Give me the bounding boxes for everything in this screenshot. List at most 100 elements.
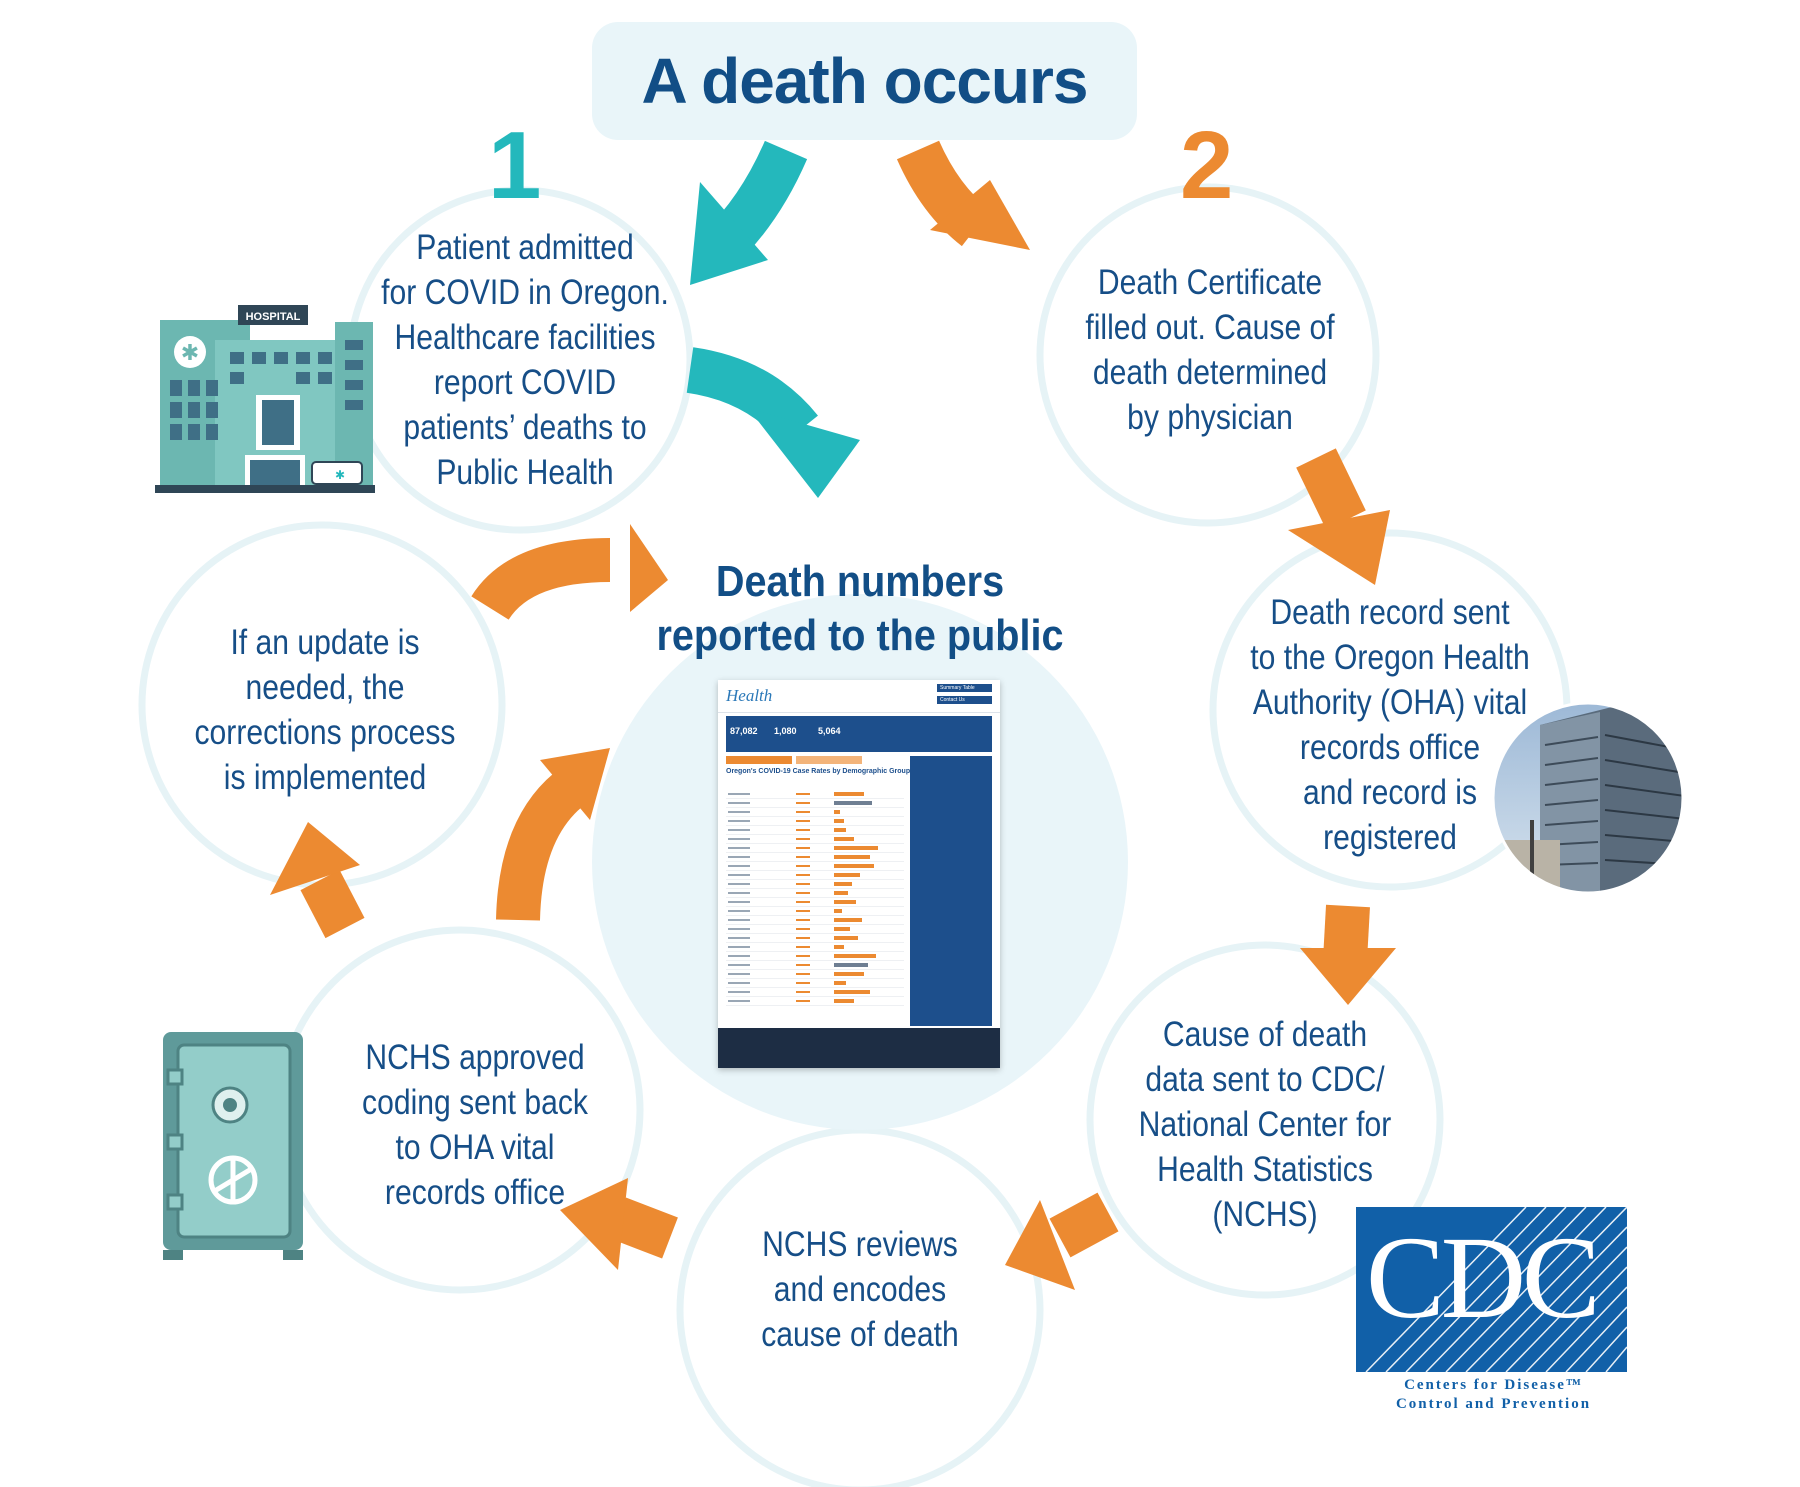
orange-arrow-reviews-to-coding <box>560 1178 678 1270</box>
table-row <box>726 925 904 934</box>
table-row <box>726 952 904 961</box>
text-line: NCHS reviews <box>762 1225 958 1264</box>
table-row <box>726 934 904 943</box>
text-line: NCHS approved <box>365 1038 585 1077</box>
orange-arrow-coding-to-update <box>270 822 365 939</box>
table-row <box>726 853 904 862</box>
text-line: patients’ deaths to <box>403 408 647 447</box>
text-line: to the Oregon Health <box>1250 638 1530 677</box>
text-line: filled out. Cause of <box>1085 308 1335 347</box>
dashboard-table <box>726 790 904 1006</box>
safe-icon <box>163 1032 303 1260</box>
cdc-logo-line1: Centers for Disease™ <box>1404 1377 1583 1393</box>
text-line: for COVID in Oregon. <box>381 273 669 312</box>
step-text-update: If an update is needed, the corrections … <box>183 620 467 800</box>
dashboard-header: Health Summary Table Contact Us <box>718 680 1000 713</box>
step-text-record: Death record sent to the Oregon Health A… <box>1227 590 1554 860</box>
text-line: and record is <box>1302 773 1477 812</box>
dashboard-kpi-strip: 87,082 1,080 5,064 <box>726 716 992 752</box>
table-row <box>726 907 904 916</box>
orange-arrow-record-to-cause <box>1300 904 1396 1005</box>
table-row <box>726 808 904 817</box>
step-text-coding: NCHS approved coding sent back to OHA vi… <box>333 1035 617 1215</box>
table-row <box>726 970 904 979</box>
text-line: Death record sent <box>1270 593 1510 632</box>
dashboard-summary-button: Summary Table <box>937 684 992 692</box>
text-line: Death Certificate <box>1097 263 1323 302</box>
text-line: Healthcare facilities <box>394 318 656 357</box>
cdc-logo-line2: Control and Prevention <box>1395 1396 1592 1412</box>
svg-text:✱: ✱ <box>335 468 345 482</box>
table-row <box>726 997 904 1006</box>
text-line: Patient admitted <box>416 228 634 267</box>
center-heading: Death numbers reported to the public <box>644 555 1076 663</box>
orange-arrow-cause-to-reviews <box>1005 1192 1119 1290</box>
text-line: to OHA vital <box>395 1128 555 1167</box>
orange-arrow-certificate-to-record <box>1288 448 1390 585</box>
table-row <box>726 979 904 988</box>
step-text-certificate: Death Certificate filled out. Cause of d… <box>1055 260 1365 440</box>
text-line: registered <box>1323 818 1457 857</box>
table-row <box>726 889 904 898</box>
teal-arrow-1 <box>690 140 808 285</box>
text-line: National Center for <box>1138 1105 1392 1144</box>
text-line: death determined <box>1092 353 1328 392</box>
table-row <box>726 871 904 880</box>
dashboard-kpi-3: 5,064 <box>818 726 841 736</box>
step-number-2: 2 <box>1180 112 1234 219</box>
dashboard-sidebar <box>910 756 992 1026</box>
dashboard-section-title: Oregon's COVID-19 Case Rates by Demograp… <box>726 768 911 775</box>
step-text-patient: Patient admitted for COVID in Oregon. He… <box>370 225 680 495</box>
table-row <box>726 835 904 844</box>
text-line: (NCHS) <box>1212 1195 1318 1234</box>
text-line: Authority (OHA) vital <box>1252 683 1528 722</box>
step-number-1: 1 <box>488 112 542 219</box>
text-line: cause of death <box>761 1315 959 1354</box>
text-line: records office <box>384 1173 566 1212</box>
step-text-reviews: NCHS reviews and encodes cause of death <box>731 1222 989 1357</box>
table-row <box>726 943 904 952</box>
center-line: Death numbers <box>715 557 1005 606</box>
dashboard-kpi-2: 1,080 <box>774 726 797 736</box>
orange-arrow-coding-to-center <box>496 748 610 921</box>
orange-arrow-2 <box>896 140 1030 250</box>
dashboard-footer <box>718 1028 1000 1068</box>
table-row <box>726 799 904 808</box>
text-line: Health Statistics <box>1157 1150 1373 1189</box>
title-banner: A death occurs <box>592 22 1137 140</box>
orange-arrow-update-to-center <box>471 524 668 621</box>
table-row <box>726 862 904 871</box>
step-circle-certificate <box>1036 183 1380 527</box>
cdc-logo-stripes <box>1365 1207 1627 1372</box>
table-row <box>726 790 904 799</box>
page-title: A death occurs <box>641 45 1089 117</box>
text-line: is implemented <box>223 758 427 797</box>
dashboard-kpi-1: 87,082 <box>730 726 758 736</box>
svg-text:✱: ✱ <box>181 341 199 366</box>
table-row <box>726 988 904 997</box>
text-line: by physician <box>1127 398 1293 437</box>
text-line: Public Health <box>436 453 614 492</box>
cdc-logo: CDC Centers for Disease™ Control and Pre… <box>1356 1207 1627 1412</box>
text-line: data sent to CDC/ <box>1145 1060 1385 1099</box>
cdc-logo-letters: CDC <box>1366 1212 1601 1343</box>
table-row <box>726 844 904 853</box>
dashboard-tabs <box>726 756 876 764</box>
table-row <box>726 826 904 835</box>
text-line: needed, the <box>245 668 405 707</box>
text-line: report COVID <box>433 363 617 402</box>
text-line: corrections process <box>194 713 456 752</box>
hospital-sign: HOSPITAL <box>246 311 301 323</box>
text-line: coding sent back <box>362 1083 588 1122</box>
table-row <box>726 916 904 925</box>
text-line: If an update is <box>230 623 420 662</box>
step-text-cause: Cause of death data sent to CDC/ Nationa… <box>1115 1012 1416 1237</box>
dashboard-logo: Health <box>726 686 773 705</box>
teal-arrow-2 <box>686 347 860 498</box>
covid-dashboard-thumbnail: Health Summary Table Contact Us 87,082 1… <box>718 680 1000 1068</box>
table-row <box>726 961 904 970</box>
dashboard-tab <box>726 756 792 764</box>
text-line: records office <box>1299 728 1481 767</box>
table-row <box>726 817 904 826</box>
text-line: and encodes <box>773 1270 947 1309</box>
